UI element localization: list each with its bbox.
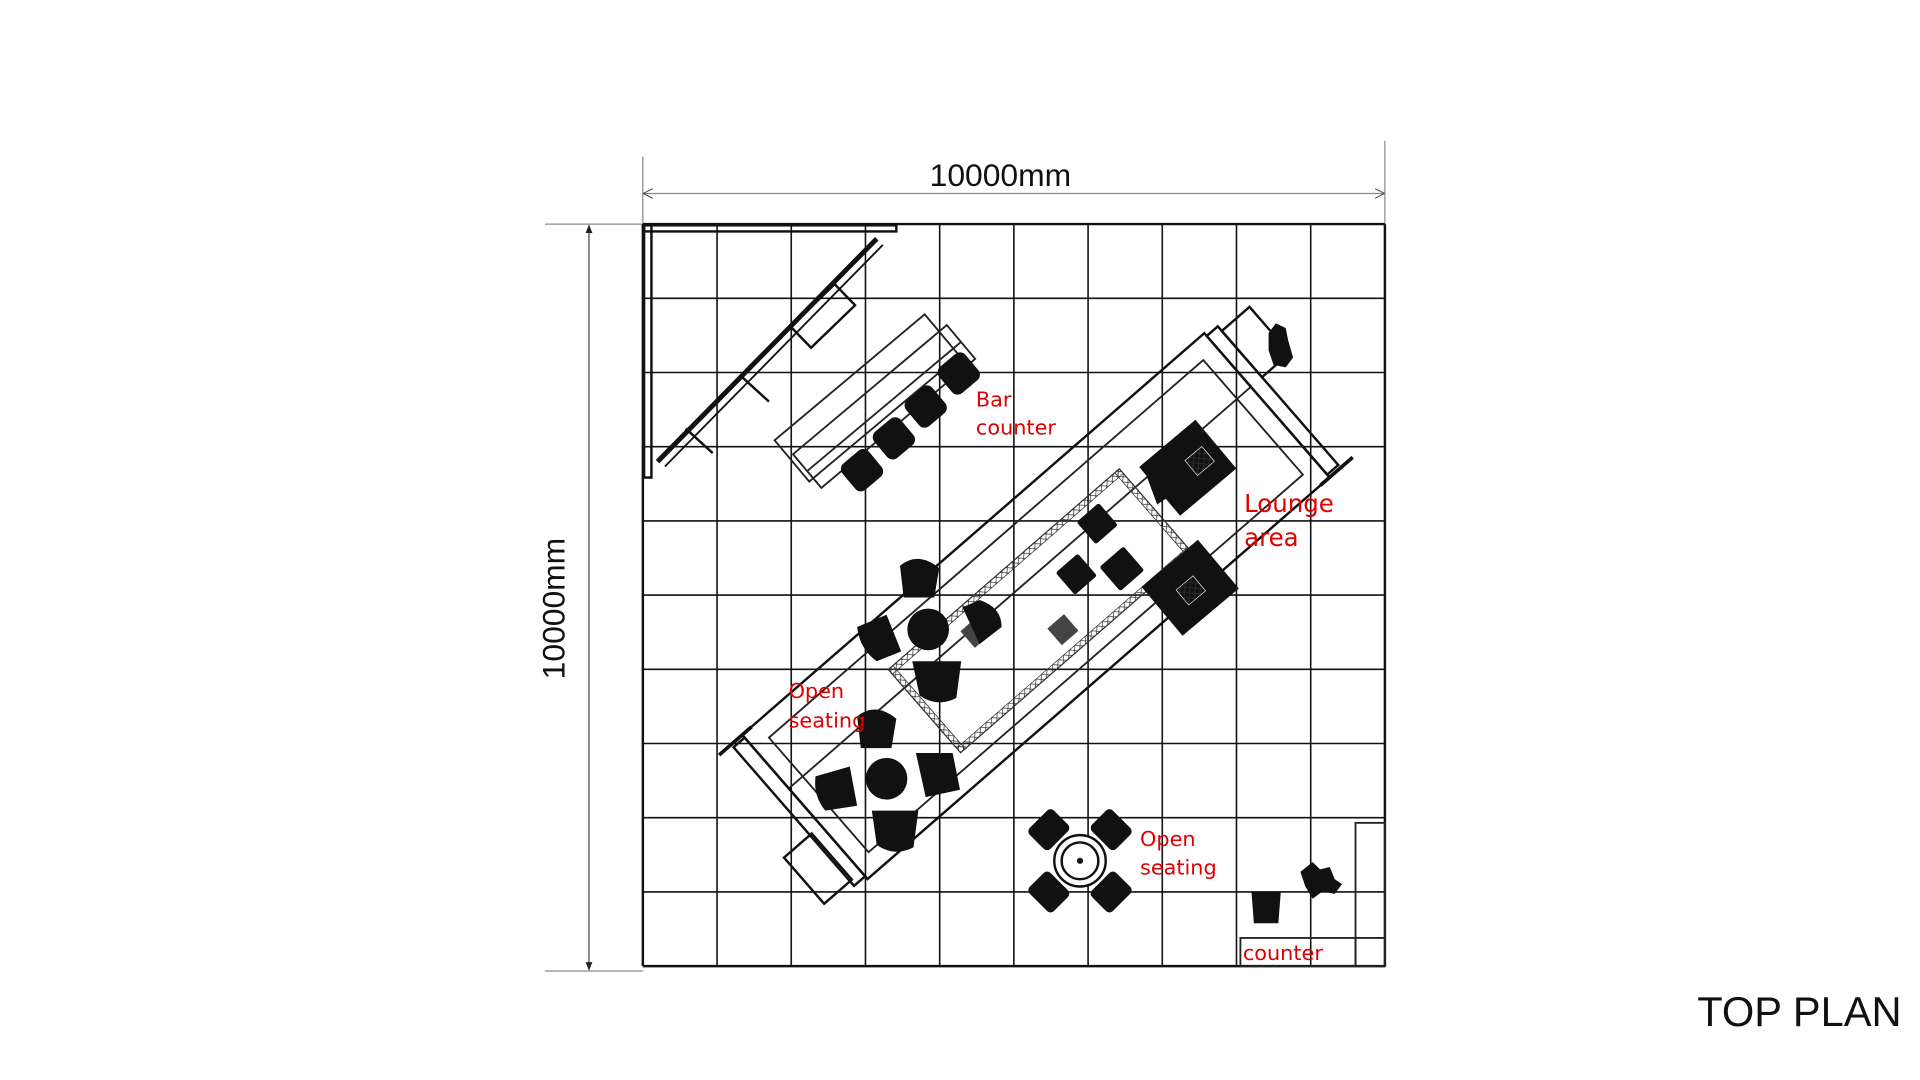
height-label: 10000mm	[535, 538, 571, 680]
back-wall	[642, 224, 898, 479]
counter-area	[1239, 323, 1386, 968]
svg-text:counter: counter	[976, 416, 1056, 440]
plant-icon	[1268, 323, 1294, 368]
width-label: 10000mm	[930, 157, 1072, 193]
zone-bar-counter-label: Bar counter	[976, 388, 1056, 440]
svg-text:seating: seating	[789, 708, 866, 732]
svg-text:seating: seating	[1140, 855, 1217, 879]
svg-text:Lounge: Lounge	[1244, 489, 1334, 518]
bar-stool	[872, 417, 916, 460]
svg-text:Bar: Bar	[976, 388, 1012, 412]
lounge-furniture	[1139, 419, 1239, 636]
floor-grid	[641, 222, 1387, 968]
svg-text:area: area	[1244, 523, 1299, 552]
zone-lounge-label: Lounge area	[1244, 489, 1334, 552]
open-seating-tables	[815, 558, 1002, 852]
bar-counter	[773, 313, 980, 492]
bar-stool	[904, 385, 947, 428]
height-dimension: 10000mm	[535, 223, 643, 972]
bar-stool	[937, 352, 980, 395]
round-table-set	[1028, 809, 1132, 913]
svg-text:Open: Open	[1140, 827, 1196, 851]
width-dimension: 10000mm	[642, 140, 1386, 225]
svg-text:Open: Open	[789, 679, 845, 703]
bar-stool	[840, 449, 884, 492]
zone-open-seating-label-2: Open seating	[1140, 827, 1217, 879]
main-structure	[717, 305, 1354, 906]
zone-counter-label: counter	[1243, 941, 1323, 965]
zone-open-seating-label: Open seating	[789, 679, 866, 732]
plant-icon	[1300, 862, 1343, 899]
plan-title: TOP PLAN	[1697, 988, 1901, 1035]
stool	[1251, 891, 1281, 924]
